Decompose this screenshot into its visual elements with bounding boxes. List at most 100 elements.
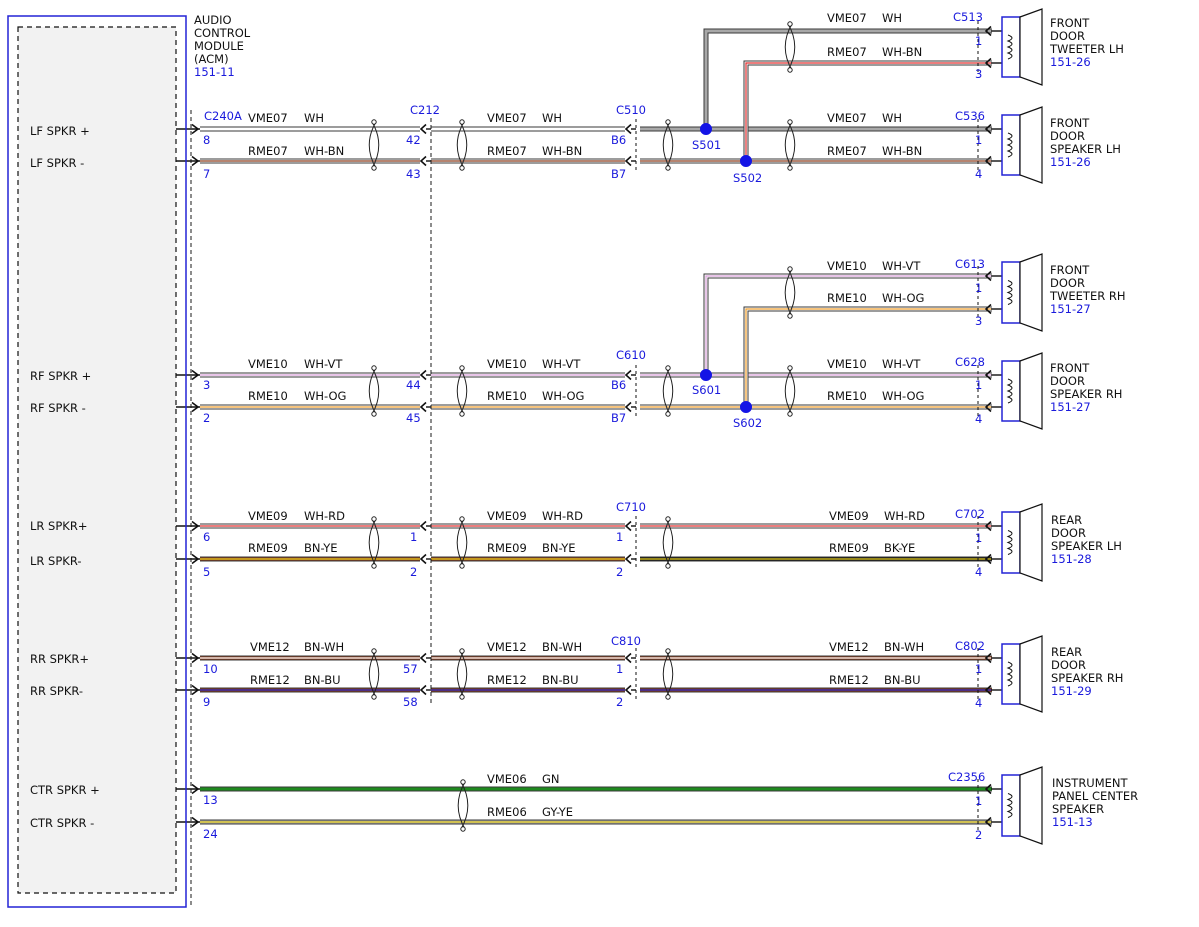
- twist-end: [787, 119, 793, 125]
- wire-layer: [176, 8, 1043, 845]
- pin-number: 3: [203, 378, 210, 392]
- pin-rf-minus: RF SPKR -: [30, 401, 86, 415]
- wire-color-label: WH: [304, 111, 324, 125]
- wire-color-label: WH-RD: [542, 509, 583, 523]
- connector-c513: C513: [953, 10, 983, 24]
- twist-end: [787, 165, 793, 171]
- speaker-rear-door-lh: C702 1 4 REAR DOOR SPEAKER LH 151-28: [955, 507, 1122, 579]
- splice-dot: [740, 401, 752, 413]
- pin-number: 2: [616, 695, 623, 709]
- wire-color-label: WH-RD: [304, 509, 345, 523]
- twist-curve: [456, 518, 465, 567]
- speaker-label-2: DOOR: [1051, 526, 1086, 540]
- twist-end: [665, 516, 671, 522]
- pin-arrow: [419, 520, 427, 532]
- pin-arrow: [419, 155, 427, 167]
- speaker-label-1: FRONT: [1050, 116, 1090, 130]
- splice-s501: S501: [692, 138, 721, 152]
- twist-end: [371, 119, 377, 125]
- twist-curve: [456, 121, 465, 169]
- wire-label: VME07: [827, 111, 867, 125]
- twist-curve: [662, 650, 671, 698]
- splice-dot: [700, 369, 712, 381]
- pin-arrow: [191, 652, 200, 664]
- speaker-front-tweeter-rh: C613 1 3 FRONT DOOR TWEETER RH 151-27: [955, 257, 1126, 328]
- speaker-label-2: DOOR: [1050, 374, 1085, 388]
- pin-arrow: [984, 684, 992, 696]
- twisted-pair-symbol: [368, 119, 380, 171]
- wire-rme10-tweeter: [743, 306, 992, 407]
- speaker-label-3: SPEAKER RH: [1050, 387, 1122, 401]
- module-title-1: AUDIO: [194, 13, 232, 27]
- speaker-magnet: [1001, 114, 1021, 176]
- speaker-instrument-panel-center: C2356 1 2 INSTRUMENT PANEL CENTER SPEAKE…: [948, 770, 1138, 842]
- pin-number: 4: [975, 412, 982, 426]
- speaker-ref: 151-26: [1050, 155, 1091, 169]
- module-outline: [7, 15, 187, 908]
- wire-color-label: BN-WH: [304, 640, 344, 654]
- wire-color-label: BN-BU: [542, 673, 579, 687]
- speaker-label-2: DOOR: [1050, 129, 1085, 143]
- speaker-ref: 151-26: [1050, 55, 1091, 69]
- pin-arrow: [191, 401, 200, 413]
- wire-label: RME12: [829, 673, 869, 687]
- pin-arrow: [624, 553, 632, 565]
- connector-c613: C613: [955, 257, 985, 271]
- pin-number: 6: [203, 530, 210, 544]
- pin-arrow: [419, 684, 427, 696]
- twist-end: [371, 411, 377, 417]
- pin-number: 2: [203, 411, 210, 425]
- speaker-label-1: REAR: [1051, 513, 1082, 527]
- module-ref: 151-11: [194, 65, 235, 79]
- splice-dot: [700, 123, 712, 135]
- pin-arrow: [191, 684, 200, 696]
- twist-end: [459, 411, 465, 417]
- wire-color-label: GY-YE: [542, 805, 573, 819]
- wire-label: RME07: [487, 144, 527, 158]
- speaker-coil: [1006, 661, 1013, 687]
- twist-curve: [662, 518, 671, 567]
- twist-curve: [784, 367, 793, 415]
- pin-arrow: [984, 123, 992, 135]
- twist-end: [371, 365, 377, 371]
- twist-end: [371, 165, 377, 171]
- splice-s602: S602: [733, 416, 762, 430]
- wire-label: VME12: [487, 640, 527, 654]
- wire-label: VME10: [248, 357, 288, 371]
- pin-arrow: [624, 684, 632, 696]
- pin-number: 1: [975, 133, 982, 147]
- pin-arrow: [984, 25, 992, 37]
- speaker-coil: [1006, 132, 1013, 158]
- pin-number: 9: [203, 695, 210, 709]
- pin-arrow: [984, 369, 992, 381]
- twist-end: [665, 563, 671, 569]
- speaker-front-door-rh: C628 1 4 FRONT DOOR SPEAKER RH 151-27: [955, 355, 1122, 426]
- speaker-icon: [991, 635, 1043, 713]
- speaker-cone: [1019, 635, 1043, 713]
- wire-color-label: WH-BN: [882, 144, 922, 158]
- pin-arrow: [419, 652, 427, 664]
- connector-c2356: C2356: [948, 770, 985, 784]
- speaker-cone: [1019, 352, 1043, 430]
- twisted-pair-symbol: [456, 648, 468, 700]
- pin-arrow: [624, 401, 632, 413]
- pin-number: 13: [203, 793, 218, 807]
- splice-layer: [700, 123, 752, 413]
- pin-arrow: [419, 369, 427, 381]
- twist-end: [459, 119, 465, 125]
- wire-color-label: BN-WH: [884, 640, 924, 654]
- pin-number: 1: [975, 281, 982, 295]
- wire-color-label: WH: [882, 111, 902, 125]
- pin-arrow: [984, 652, 992, 664]
- twist-end: [665, 119, 671, 125]
- pin-rf-plus: RF SPKR +: [30, 369, 91, 383]
- twist-curve: [662, 121, 671, 169]
- speaker-label-3: SPEAKER LH: [1051, 539, 1122, 553]
- wire-color-label: BN-YE: [304, 541, 338, 555]
- wire-color-label: WH-VT: [542, 357, 581, 371]
- pin-arrow: [191, 155, 200, 167]
- speaker-cone: [1019, 253, 1043, 332]
- wire-stripe: [745, 308, 992, 407]
- module-title-4: (ACM): [194, 52, 229, 66]
